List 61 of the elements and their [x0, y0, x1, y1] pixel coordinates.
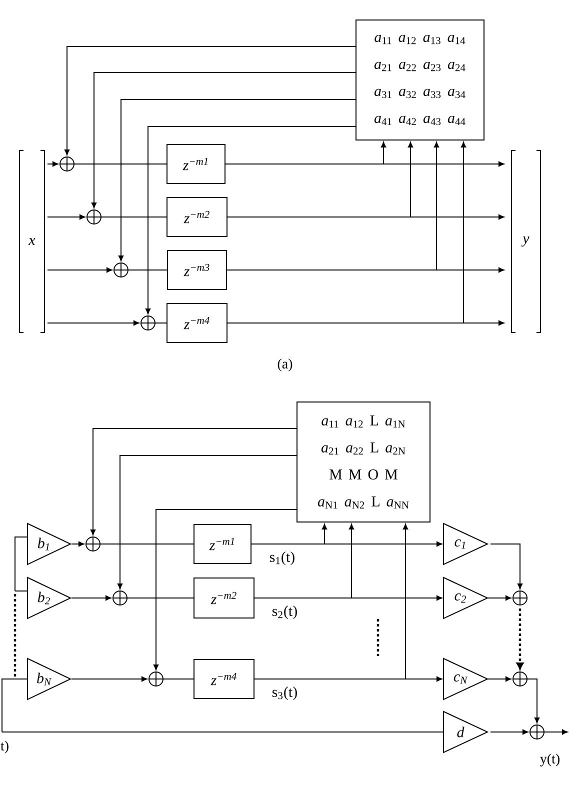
- arrow: [490, 729, 528, 735]
- arrow: [47, 320, 140, 326]
- arrow: [227, 142, 466, 324]
- vector-bracket: x: [19, 150, 45, 333]
- summing-junction: [512, 590, 528, 606]
- arrow: [516, 608, 524, 670]
- arrow: [251, 524, 328, 544]
- summing-junction: [59, 156, 75, 172]
- arrow: [47, 267, 112, 273]
- connector-line: [14, 536, 28, 592]
- arrow: [47, 161, 58, 167]
- arrow: [117, 455, 297, 590]
- signal-label: s$_{1}$(t): [268, 550, 296, 566]
- summing-junction: [85, 536, 101, 552]
- delay-box: z$^{−m4}$: [194, 659, 254, 699]
- vector-bracket: y: [511, 150, 541, 333]
- arrow: [71, 676, 148, 682]
- arrow: [47, 214, 86, 220]
- connector-line: [155, 322, 167, 324]
- arrow: [91, 72, 356, 208]
- arrow: [71, 541, 84, 547]
- arrow: [64, 46, 356, 156]
- arrow: [225, 142, 386, 164]
- signal-label: y(t): [540, 754, 560, 766]
- summing-junction: [112, 590, 128, 606]
- summing-junction: [113, 262, 129, 278]
- arrow: [227, 142, 414, 218]
- connector-line: [163, 678, 194, 680]
- arrow: [544, 729, 568, 735]
- signal-label: s$_{2}$(t): [270, 604, 299, 620]
- arrow: [153, 509, 297, 670]
- arrow: [145, 126, 356, 314]
- matrix-box: a$_{11}$ a$_{12}$ a$_{13}$ a$_{14}$ a$_{21}$ a$_{22}$ a$_{23}$ a$_{24}$ a$_{31}$ a$_{32}$ a$_{33}$ a$_{34}$ a$_{41}$ a$_{42}$ a$_{43}$ a$_{44}$: [356, 20, 484, 140]
- arrow: [486, 676, 512, 682]
- delay-box: z$^{−m3}$: [167, 250, 227, 290]
- arrow: [254, 524, 408, 680]
- summing-junction: [148, 671, 164, 687]
- summing-junction: [86, 209, 102, 225]
- connector-line: [14, 590, 28, 592]
- delay-box: z$^{−m4}$: [166, 303, 228, 343]
- summing-junction: [140, 315, 156, 331]
- summing-junction: [529, 724, 545, 740]
- arrow: [490, 544, 523, 590]
- arrow: [486, 595, 512, 601]
- delay-box: z$^{−m2}$: [194, 578, 254, 618]
- arrow: [71, 595, 112, 601]
- matrix-box: a$_{11}$ a$_{12}$ L a$_{1N}$ a$_{21}$ a$_{22}$ L a$_{2N}$ M M O M a$_{N1}$ a$_{N2}$ L a$_{NN}$: [296, 402, 430, 522]
- delay-box: z$^{−m2}$: [166, 197, 228, 237]
- delay-box: z$^{−m1}$: [166, 144, 226, 184]
- arrow: [118, 99, 356, 262]
- arrow: [254, 524, 354, 598]
- signal-label: t): [0, 740, 8, 754]
- connector-line: [101, 216, 167, 218]
- arrow: [90, 428, 297, 536]
- connector-line: [2, 678, 28, 732]
- arrow: [226, 142, 440, 270]
- arrow: [527, 678, 540, 724]
- delay-box: z$^{−m1}$: [194, 524, 252, 564]
- signal-label: s$_{3}$(t): [270, 686, 299, 702]
- summing-junction: [512, 671, 528, 687]
- panel-label: (a): [278, 358, 292, 372]
